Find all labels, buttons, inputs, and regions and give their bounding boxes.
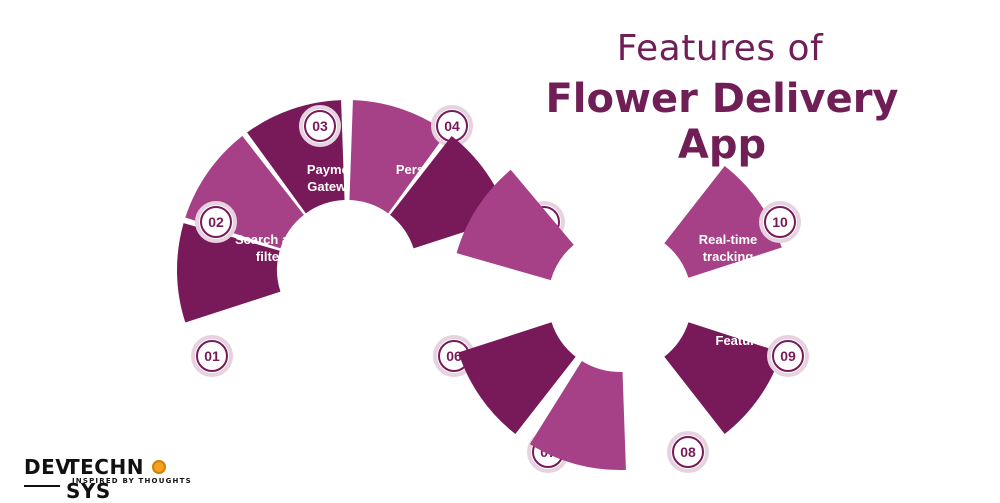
badge-circle [200, 206, 232, 238]
segment-shape [529, 361, 626, 470]
feature-number: 04 [444, 118, 460, 134]
badge-circle [764, 206, 796, 238]
logo-tagline: INSPIRED BY THOUGHTS [72, 477, 192, 485]
feature-label-line: Wishlist [714, 316, 764, 331]
feature-label-line: tracking [703, 249, 754, 264]
feature-label-line: Search and [235, 232, 305, 247]
title-line-2: Flower Delivery App [545, 76, 899, 168]
feature-label-line: Gateway [307, 179, 361, 194]
badge-circle [772, 340, 804, 372]
feature-label-line: Programs [642, 403, 703, 418]
logo-sys-text: SYS [66, 479, 111, 503]
feature-label: Search and filter [235, 232, 305, 264]
title-line-1: Features of [616, 28, 824, 69]
feature-number: 06 [446, 348, 462, 364]
feature-label-line: filter [256, 249, 284, 264]
badge-circle [196, 340, 228, 372]
segment-shape [456, 169, 574, 281]
segment-shape [664, 322, 782, 434]
badge-circle [672, 436, 704, 468]
logo-dev-text: DEV [24, 455, 72, 479]
feature-number: 10 [772, 214, 788, 230]
feature-number: 09 [780, 348, 796, 364]
feature-number: 03 [312, 118, 328, 134]
feature-number: 08 [680, 444, 696, 460]
badge-circle [304, 110, 336, 142]
feature-segment-10: Real-time tracking 10 [664, 166, 801, 278]
feature-number: 02 [208, 214, 224, 230]
segment-shape [349, 100, 447, 214]
gear-icon [152, 460, 166, 474]
feature-label-line: Feature [716, 333, 763, 348]
logo-techno-text: TECHNSYS [66, 455, 204, 503]
monitor-icon [24, 477, 60, 487]
feature-label-line: Descriptions [233, 333, 312, 348]
devtechnosys-logo: DEV TECHNSYS INSPIRED BY THOUGHTS [24, 455, 204, 503]
segment-shape [177, 223, 281, 323]
feature-label-line: Product [247, 316, 297, 331]
feature-label-line: Loyalty [649, 386, 695, 401]
feature-segment-02: Search and filter 02 [185, 136, 305, 264]
segment-shape [664, 166, 782, 278]
feature-label-line: Payment [307, 162, 362, 177]
feature-label-line: Subscription [463, 316, 543, 331]
logo-techn-text: TECHN [66, 455, 144, 479]
feature-number: 01 [204, 348, 220, 364]
segment-shape [458, 322, 576, 434]
feature-label-line: Real-time [699, 232, 758, 247]
feature-label: Real-time tracking [699, 232, 758, 264]
